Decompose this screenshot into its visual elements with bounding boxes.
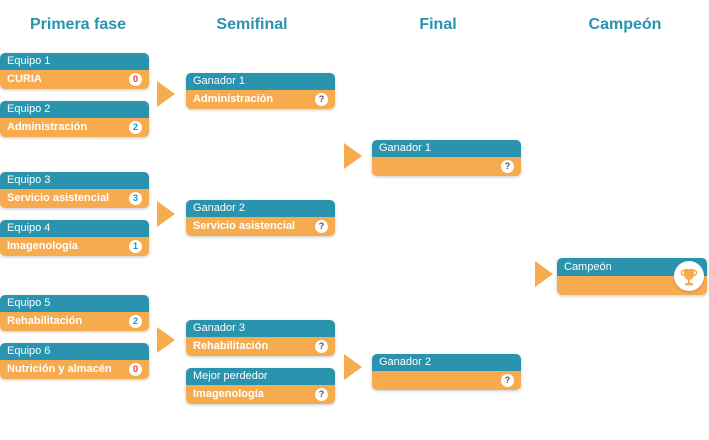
score-badge: 2: [129, 315, 142, 328]
semifinal-card-3[interactable]: Ganador 3 Rehabilitación?: [186, 320, 335, 356]
team-card-4[interactable]: Equipo 4 Imagenología 1: [0, 220, 149, 256]
team-name: Imagenología: [193, 388, 264, 400]
best-loser-card[interactable]: Mejor perdedor Imagenología?: [186, 368, 335, 404]
score-badge: 0: [129, 363, 142, 376]
advance-arrow-icon: [157, 201, 175, 227]
slot-label: Ganador 3: [186, 320, 335, 337]
team-name: Administración: [7, 121, 88, 133]
advance-arrow-icon: [157, 81, 175, 107]
team-name: Rehabilitación: [7, 315, 83, 327]
trophy-icon: [674, 261, 704, 291]
advance-arrow-icon: [344, 143, 362, 169]
advance-arrow-icon: [157, 327, 175, 353]
slot-label: Mejor perdedor: [186, 368, 335, 385]
team-label: Equipo 6: [0, 343, 149, 360]
score-badge: 1: [129, 240, 142, 253]
heading-campeon: Campeón: [588, 16, 662, 33]
final-card-1[interactable]: Ganador 1 ?: [372, 140, 521, 176]
team-label: Equipo 5: [0, 295, 149, 312]
heading-semifinal: Semifinal: [216, 16, 288, 33]
advance-arrow-icon: [344, 354, 362, 380]
team-card-2[interactable]: Equipo 2 Administración 2: [0, 101, 149, 137]
team-label: Equipo 4: [0, 220, 149, 237]
team-card-6[interactable]: Equipo 6 Nutrición y almacén 0: [0, 343, 149, 379]
advance-arrow-icon: [535, 261, 553, 287]
score-badge: ?: [315, 220, 328, 233]
slot-label: Ganador 2: [372, 354, 521, 371]
team-label: Equipo 1: [0, 53, 149, 70]
champion-slot: [557, 276, 707, 295]
team-name: Nutrición y almacén: [7, 363, 112, 375]
team-name: Rehabilitación: [193, 340, 269, 352]
score-badge: ?: [315, 93, 328, 106]
team-name: Servicio asistencial: [193, 220, 296, 232]
score-badge: ?: [315, 388, 328, 401]
score-badge: 0: [129, 73, 142, 86]
semifinal-card-2[interactable]: Ganador 2 Servicio asistencial?: [186, 200, 335, 236]
team-name: Imagenología: [7, 240, 78, 252]
score-badge: ?: [501, 160, 514, 173]
heading-final: Final: [419, 16, 457, 33]
score-badge: 3: [129, 192, 142, 205]
slot-label: Ganador 1: [372, 140, 521, 157]
score-badge: ?: [315, 340, 328, 353]
team-name: Administración: [193, 93, 274, 105]
team-label: Equipo 3: [0, 172, 149, 189]
final-card-2[interactable]: Ganador 2 ?: [372, 354, 521, 390]
team-card-3[interactable]: Equipo 3 Servicio asistencial 3: [0, 172, 149, 208]
team-card-1[interactable]: Equipo 1 CURIA 0: [0, 53, 149, 89]
team-card-5[interactable]: Equipo 5 Rehabilitación 2: [0, 295, 149, 331]
champion-label: Campeón: [557, 258, 707, 276]
semifinal-card-1[interactable]: Ganador 1 Administración?: [186, 73, 335, 109]
team-name: CURIA: [7, 73, 42, 85]
team-name: Servicio asistencial: [7, 192, 110, 204]
score-badge: ?: [501, 374, 514, 387]
score-badge: 2: [129, 121, 142, 134]
champion-card[interactable]: Campeón: [557, 258, 707, 295]
heading-primera-fase: Primera fase: [29, 16, 127, 33]
slot-label: Ganador 2: [186, 200, 335, 217]
slot-label: Ganador 1: [186, 73, 335, 90]
team-label: Equipo 2: [0, 101, 149, 118]
